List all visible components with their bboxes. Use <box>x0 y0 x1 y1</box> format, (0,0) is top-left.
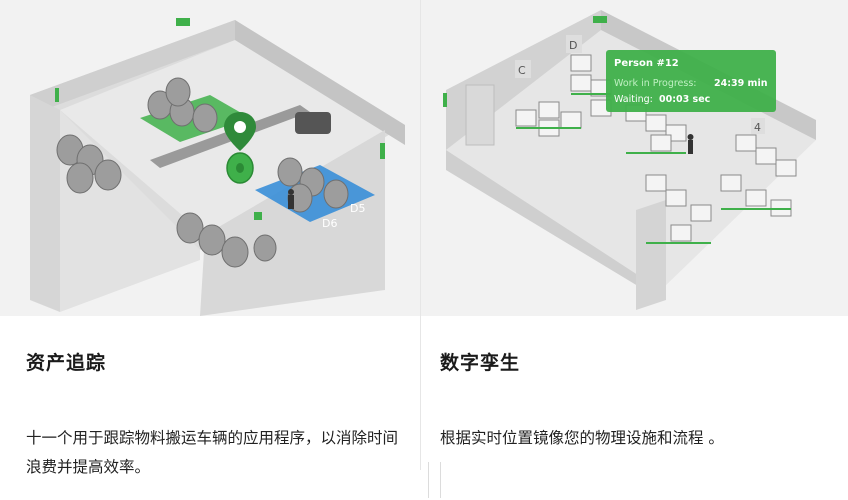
popup-waiting-value: 00:03 sec <box>659 94 710 105</box>
decorative-line <box>440 462 441 498</box>
card-description: 十一个用于跟踪物料搬运车辆的应用程序，以消除时间浪费并提高效率。 <box>26 429 399 476</box>
popup-waiting-label: Waiting: <box>614 94 653 105</box>
asset-tracking-card[interactable]: D6 D5 资产追踪 十一个用于跟踪物料搬运车辆的应用程序，以消除时间浪费并提高… <box>0 0 420 500</box>
card-description: 根据实时位置镜像您的物理设施和流程 。 <box>440 429 724 447</box>
popup-wip-label: Work in Progress: <box>614 78 697 89</box>
decorative-line <box>428 462 429 498</box>
digital-twin-illustration: C D 4 <box>421 0 848 316</box>
zone-label-c: C <box>518 64 526 77</box>
digital-twin-card[interactable]: C D 4 <box>421 0 848 500</box>
card-divider <box>420 0 421 470</box>
card-title: 资产追踪 <box>26 352 107 374</box>
floor-label-d6: D6 <box>322 217 337 230</box>
card-title: 数字孪生 <box>440 352 521 374</box>
asset-tracking-illustration: D6 D5 <box>0 0 420 316</box>
zone-label-4: 4 <box>754 121 761 134</box>
zone-label-d: D <box>569 39 577 52</box>
floor-label-d5: D5 <box>350 202 365 215</box>
popup-wip-value: 24:39 min <box>714 78 768 89</box>
popup-person-id: Person #12 <box>614 58 679 69</box>
person-info-popup[interactable]: Person #12 Work in Progress: 24:39 min W… <box>606 50 776 112</box>
